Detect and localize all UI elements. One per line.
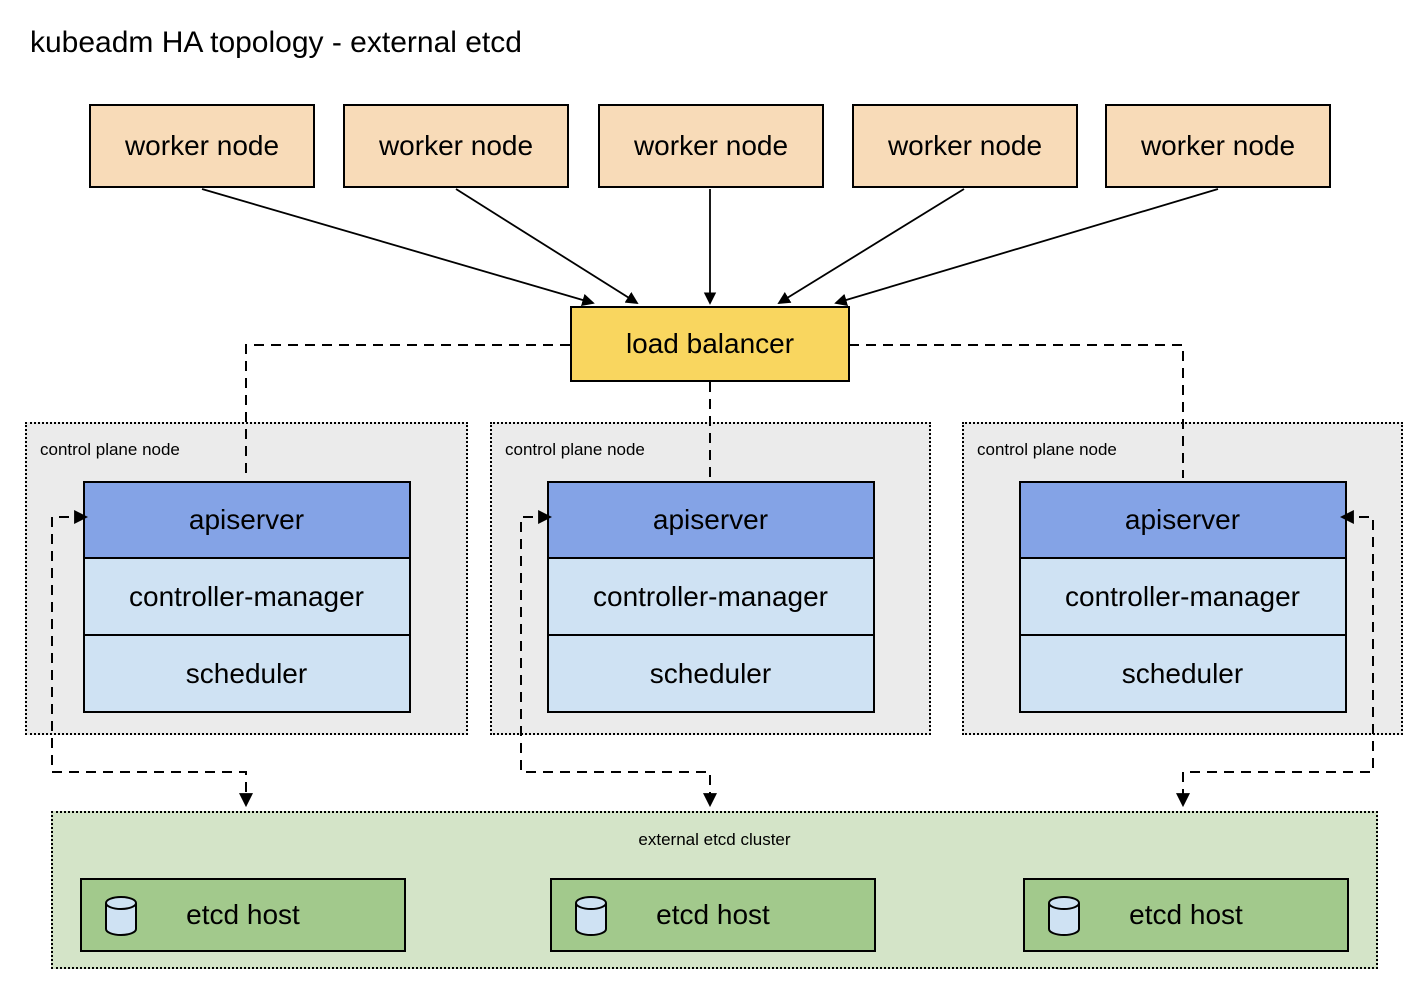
control-plane-label: control plane node bbox=[977, 440, 1117, 459]
control-plane-stack: apiserver controller-manager scheduler bbox=[82, 481, 411, 713]
control-plane-stack: apiserver controller-manager scheduler bbox=[546, 481, 875, 713]
control-plane-stack: apiserver controller-manager scheduler bbox=[1018, 481, 1347, 713]
control-plane-node-box-3: control plane node apiserver controller-… bbox=[962, 422, 1403, 735]
scheduler-box: scheduler bbox=[548, 634, 873, 711]
scheduler-box: scheduler bbox=[84, 634, 409, 711]
control-plane-node-box-1: control plane node apiserver controller-… bbox=[25, 422, 468, 735]
scheduler-box: scheduler bbox=[1020, 634, 1345, 711]
control-plane-label: control plane node bbox=[40, 440, 180, 459]
external-etcd-cluster-box: external etcd cluster etcd host etcd hos… bbox=[51, 811, 1378, 969]
etcd-host-label: etcd host bbox=[1129, 899, 1243, 930]
etcd-host-box-3: etcd host bbox=[1023, 878, 1349, 952]
worker-node-box-5: worker node bbox=[1105, 104, 1331, 188]
apiserver-box: apiserver bbox=[1020, 483, 1345, 557]
controller-manager-box: controller-manager bbox=[1020, 557, 1345, 634]
worker-node-box-4: worker node bbox=[852, 104, 1078, 188]
etcd-host-box-2: etcd host bbox=[550, 878, 876, 952]
worker-node-box-1: worker node bbox=[89, 104, 315, 188]
worker1-to-lb-arrow bbox=[201, 188, 595, 307]
worker2-to-lb-arrow bbox=[455, 188, 639, 305]
worker-node-box-2: worker node bbox=[343, 104, 569, 188]
apiserver-box: apiserver bbox=[548, 483, 873, 557]
database-icon bbox=[575, 896, 607, 936]
worker4-to-lb-arrow bbox=[777, 188, 965, 304]
controller-manager-box: controller-manager bbox=[548, 557, 873, 634]
database-icon bbox=[1048, 896, 1080, 936]
controller-manager-box: controller-manager bbox=[84, 557, 409, 634]
control-plane-label: control plane node bbox=[505, 440, 645, 459]
etcd-host-box-1: etcd host bbox=[80, 878, 406, 952]
apiserver-box: apiserver bbox=[84, 483, 409, 557]
etcd-host-label: etcd host bbox=[656, 899, 770, 930]
database-icon bbox=[105, 896, 137, 936]
control-plane-node-box-2: control plane node apiserver controller-… bbox=[490, 422, 931, 735]
etcd-cluster-label: external etcd cluster bbox=[638, 830, 791, 849]
load-balancer-box: load balancer bbox=[570, 306, 850, 382]
etcd-host-label: etcd host bbox=[186, 899, 300, 930]
page-title: kubeadm HA topology - external etcd bbox=[30, 26, 522, 59]
worker5-to-lb-arrow bbox=[834, 188, 1219, 306]
worker-node-box-3: worker node bbox=[598, 104, 824, 188]
